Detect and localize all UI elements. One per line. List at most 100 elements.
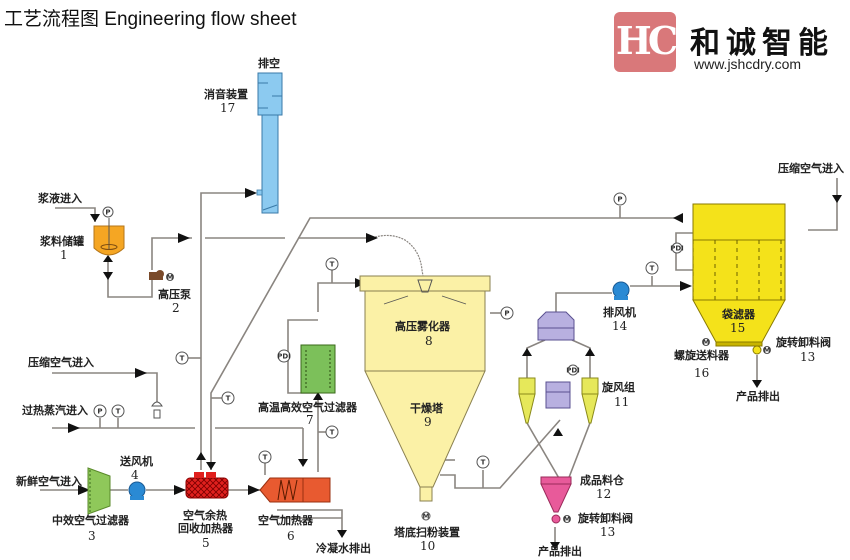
instrument-t-2: T	[221, 391, 235, 405]
label-equipment-10: 塔底扫粉装置	[394, 525, 460, 539]
svg-text:T: T	[330, 261, 335, 269]
steam-valve-icon	[151, 401, 163, 419]
air-heater-6	[259, 477, 331, 503]
number-equipment-15: 15	[730, 321, 745, 335]
product-bin-12	[540, 476, 572, 524]
company-logo: HC 和诚智能 www.jshcdry.com	[614, 12, 846, 82]
flow-arrows	[68, 188, 842, 550]
label-equipment-16: 螺旋送料器	[674, 348, 730, 362]
instrument-m-valve15: M	[763, 346, 771, 355]
muffler-17	[256, 72, 283, 214]
label-equipment-1: 浆料储罐	[40, 234, 84, 248]
label-product-out: 产品排出	[538, 544, 582, 558]
number-equipment-9: 9	[424, 415, 432, 429]
label-product-out-2: 产品排出	[736, 389, 780, 403]
label-equipment-6: 空气加热器	[258, 513, 314, 527]
logo-brand-name: 和诚智能	[690, 26, 834, 61]
instrument-m-pump: M	[166, 273, 174, 282]
instrument-m-valve12: M	[563, 515, 571, 524]
svg-text:T: T	[330, 429, 335, 437]
svg-text:T: T	[650, 265, 655, 273]
logo-url: www.jshcdry.com	[694, 56, 802, 72]
number-equipment-7: 7	[306, 413, 314, 427]
svg-text:PDI: PDI	[670, 245, 684, 253]
pipe-compressed-air	[52, 372, 158, 402]
logo-mark-icon: HC	[614, 12, 678, 72]
label-equipment-9: 干燥塔	[410, 401, 444, 415]
pipe-tower-to-cyclone	[440, 419, 561, 489]
number-equipment-10: 10	[420, 539, 435, 553]
pipe-slurry-in	[55, 207, 96, 222]
pipe-filter-to-tower	[317, 282, 360, 312]
svg-text:M: M	[764, 347, 771, 355]
label-equipment-8: 高压雾化器	[395, 319, 451, 333]
drying-tower-9	[359, 275, 491, 502]
instrument-p-steam: P	[93, 404, 107, 418]
label-equipment-12: 成品料仓	[580, 473, 625, 487]
label-compressed-air-in: 压缩空气进入	[28, 355, 94, 369]
instrument-t-fan: T	[645, 261, 659, 275]
svg-text:T: T	[263, 454, 268, 462]
svg-text:PDI: PDI	[277, 353, 291, 361]
label-equipment-11: 旋风组	[601, 380, 635, 394]
instrument-t-filter-in: T	[325, 425, 339, 439]
pipe-condensate	[277, 509, 343, 530]
instrument-t-tower-in: T	[325, 257, 339, 271]
number-equipment-2: 2	[172, 301, 180, 315]
number-equipment-12: 12	[596, 487, 611, 501]
label-steam-in: 过热蒸汽进入	[22, 403, 88, 417]
label-equipment-3: 中效空气过滤器	[52, 513, 130, 527]
label-equipment-5-line1: 空气余热	[183, 508, 227, 522]
high-pressure-pump-2	[149, 270, 164, 280]
label-equipment-13b: 旋转卸料阀	[775, 335, 831, 349]
number-equipment-11: 11	[614, 395, 629, 409]
label-condensate-out: 冷凝水排出	[316, 541, 371, 555]
page-title: 工艺流程图 Engineering flow sheet	[4, 9, 297, 30]
pipe-exhaust-return	[210, 217, 680, 470]
instrument-m-sweeper: M	[421, 511, 431, 521]
instrument-t-heater: T	[258, 450, 272, 464]
instrument-t-tower-out: T	[476, 455, 490, 469]
pipe-tank-to-pump	[107, 262, 153, 298]
label-equipment-4: 送风机	[119, 454, 153, 468]
svg-text:T: T	[481, 459, 486, 467]
svg-text:M: M	[564, 516, 571, 524]
slurry-tank-1	[93, 218, 125, 256]
bag-filter-15	[692, 203, 786, 355]
svg-text:P: P	[617, 196, 622, 204]
number-equipment-1: 1	[60, 248, 68, 262]
label-equipment-15: 袋滤器	[721, 307, 756, 321]
label-exhaust: 排空	[258, 56, 280, 70]
instrument-pdi-cyclone: PDI	[566, 364, 580, 376]
instrument-p-top: P	[613, 192, 627, 206]
number-equipment-13: 13	[600, 525, 615, 539]
svg-text:M: M	[703, 339, 710, 347]
svg-text:M: M	[423, 513, 430, 521]
svg-text:T: T	[116, 408, 121, 416]
label-equipment-5-line2: 回收加热器	[178, 521, 234, 535]
number-equipment-6: 6	[287, 529, 295, 543]
medium-filter-3	[87, 467, 111, 515]
label-compressed-air-in-2: 压缩空气进入	[778, 161, 844, 175]
svg-text:P: P	[504, 310, 509, 318]
label-fresh-air-in: 新鲜空气进入	[16, 474, 82, 488]
svg-text:T: T	[226, 395, 231, 403]
label-equipment-17: 消音装置	[204, 87, 248, 101]
svg-text:P: P	[97, 408, 102, 416]
instrument-p-tank: P	[102, 206, 114, 218]
pipe-pump-out	[151, 237, 192, 270]
svg-text:PDI: PDI	[566, 367, 580, 375]
exhaust-fan-14	[612, 281, 630, 300]
instrument-t-1: T	[175, 351, 189, 365]
instrument-t-steam: T	[111, 404, 125, 418]
pipe-to-muffler	[200, 192, 250, 470]
number-equipment-5: 5	[202, 536, 210, 550]
instrument-pdi-filter7: PDI	[277, 349, 291, 363]
number-equipment-4: 4	[131, 468, 139, 482]
label-equipment-14: 排风机	[603, 305, 636, 319]
logo-mark-text: HC	[615, 18, 678, 63]
svg-text:T: T	[180, 355, 185, 363]
supply-fan-4	[128, 481, 146, 500]
heat-recovery-heater-5	[185, 472, 229, 499]
